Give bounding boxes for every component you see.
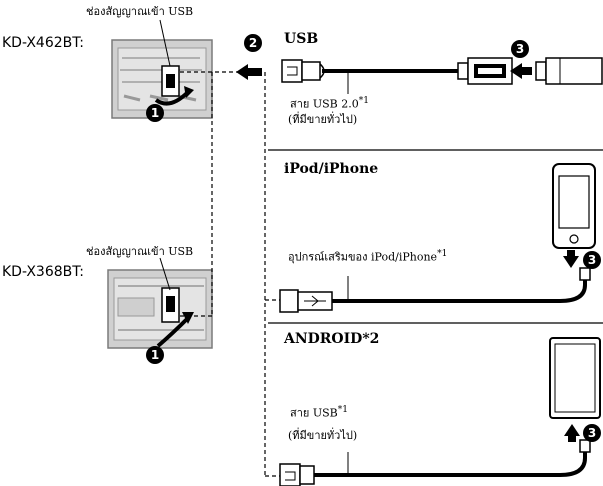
port-label-1: ช่องสัญญาณเข้า USB: [86, 5, 194, 18]
step-marker-3-usb: 3: [511, 40, 529, 58]
iphone-device-icon: [552, 163, 596, 249]
model-label-1: KD-X462BT:: [2, 35, 84, 51]
port-label-2: ช่องสัญญาณเข้า USB: [86, 245, 194, 258]
model-label-2: KD-X368BT:: [2, 264, 84, 280]
android-cable-label: สาย USB*1: [290, 405, 348, 420]
usb-flash-drive-icon: [535, 57, 603, 85]
android-cable-note: (ที่มีขายทั่วไป): [288, 429, 358, 442]
step-marker-1b: 1: [146, 346, 164, 364]
step-marker-2: 2: [244, 34, 262, 52]
ipod-accessory-label: อุปกรณ์เสริมของ iPod/iPhone*1: [288, 249, 448, 264]
head-unit-kd-x462bt: [111, 39, 213, 119]
lightning-cable: [279, 267, 591, 313]
android-usb-cable: [279, 439, 591, 486]
ipod-section-title: iPod/iPhone: [284, 161, 379, 177]
android-device-icon: [549, 337, 601, 419]
android-section-title: ANDROID*2: [284, 331, 380, 347]
arrow-left-icon: [236, 64, 262, 80]
arrow-up-icon-2: [564, 424, 580, 442]
usb-cable-note: (ที่มีขายทั่วไป): [288, 113, 358, 126]
step-marker-1: 1: [146, 104, 164, 122]
step-marker-3-android: 3: [583, 424, 601, 442]
head-unit-kd-x368bt: [107, 269, 213, 349]
usb-cable: [281, 57, 513, 85]
usb-cable-label: สาย USB 2.0*1: [290, 96, 369, 111]
step-marker-3-ipod: 3: [583, 251, 601, 269]
usb-section-title: USB: [284, 31, 319, 47]
arrow-up-icon: [563, 250, 579, 268]
